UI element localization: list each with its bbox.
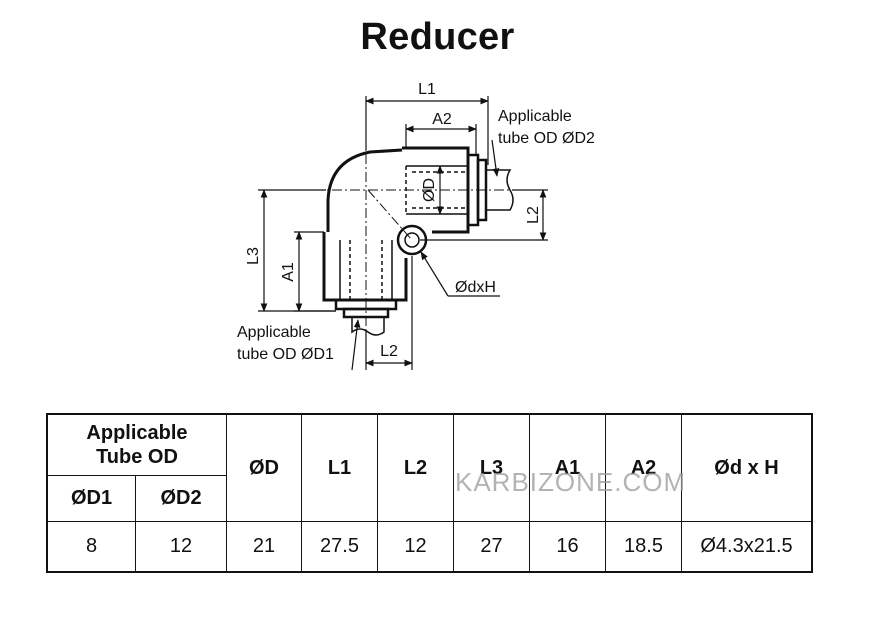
- group-header-line2: Tube OD: [96, 446, 178, 468]
- dim-A1-label: A1: [280, 262, 297, 282]
- header-od: ØD: [226, 413, 302, 522]
- group-header-line1: Applicable: [86, 422, 188, 444]
- dimension-A2: [405, 124, 477, 155]
- cell-d2: 12: [135, 521, 227, 573]
- d1-label-line1: Applicable: [237, 324, 311, 341]
- header-d1: ØD1: [46, 475, 136, 522]
- hole-leader: [420, 251, 500, 297]
- reducer-elbow-drawing: L1 A2 ØD L2 L3 A1 L2 ØdxH: [237, 81, 595, 371]
- cell-dxh: Ø4.3x21.5: [681, 521, 813, 573]
- dim-L2-bottom-label: L2: [380, 343, 398, 360]
- tube-stubs: [351, 169, 514, 336]
- d2-leader: [491, 139, 500, 177]
- d2-label-line1: Applicable: [498, 108, 572, 125]
- cell-l2: 12: [377, 521, 454, 573]
- cell-od: 21: [226, 521, 302, 573]
- dim-L3-label: L3: [245, 247, 262, 265]
- header-l2: L2: [377, 413, 454, 522]
- cell-a2: 18.5: [605, 521, 682, 573]
- dim-L1-label: L1: [418, 81, 436, 98]
- header-a1: A1: [529, 413, 606, 522]
- cell-d1: 8: [46, 521, 136, 573]
- dim-A2-label: A2: [432, 111, 452, 128]
- dim-L2-right-label: L2: [525, 206, 542, 224]
- header-a2: A2: [605, 413, 682, 522]
- hole-label: ØdxH: [455, 279, 496, 296]
- dimension-L1: [365, 96, 489, 165]
- cell-l1: 27.5: [301, 521, 378, 573]
- header-d2: ØD2: [135, 475, 227, 522]
- watermark: KARBIZONE.COM: [455, 467, 687, 497]
- spec-table: Applicable Tube OD ØD L1 L2 L3 A1 A2 Ød …: [46, 413, 813, 573]
- applicable-tube-od-header: Applicable Tube OD: [46, 413, 227, 476]
- d2-label-line2: tube OD ØD2: [498, 130, 595, 147]
- dim-OD-label: ØD: [421, 178, 438, 202]
- page-title: Reducer: [360, 16, 515, 58]
- header-dxh: Ød x H: [681, 413, 813, 522]
- header-row-sub: ØD1 ØD2: [46, 475, 812, 522]
- dimension-A1: [294, 231, 336, 312]
- cell-l3: 27: [453, 521, 530, 573]
- table-row: 8 12 21 27.5 12 27 16 18.5 Ø4.3x21.5: [46, 521, 813, 573]
- dimension-L2-right: [420, 189, 548, 241]
- d1-label-line2: tube OD ØD1: [237, 346, 334, 363]
- header-l1: L1: [301, 413, 378, 522]
- cell-a1: 16: [529, 521, 606, 573]
- d1-leader: [351, 319, 361, 371]
- dimension-L2-bottom: [365, 256, 413, 370]
- header-row-top: Applicable Tube OD ØD L1 L2 L3 A1 A2 Ød …: [46, 413, 813, 522]
